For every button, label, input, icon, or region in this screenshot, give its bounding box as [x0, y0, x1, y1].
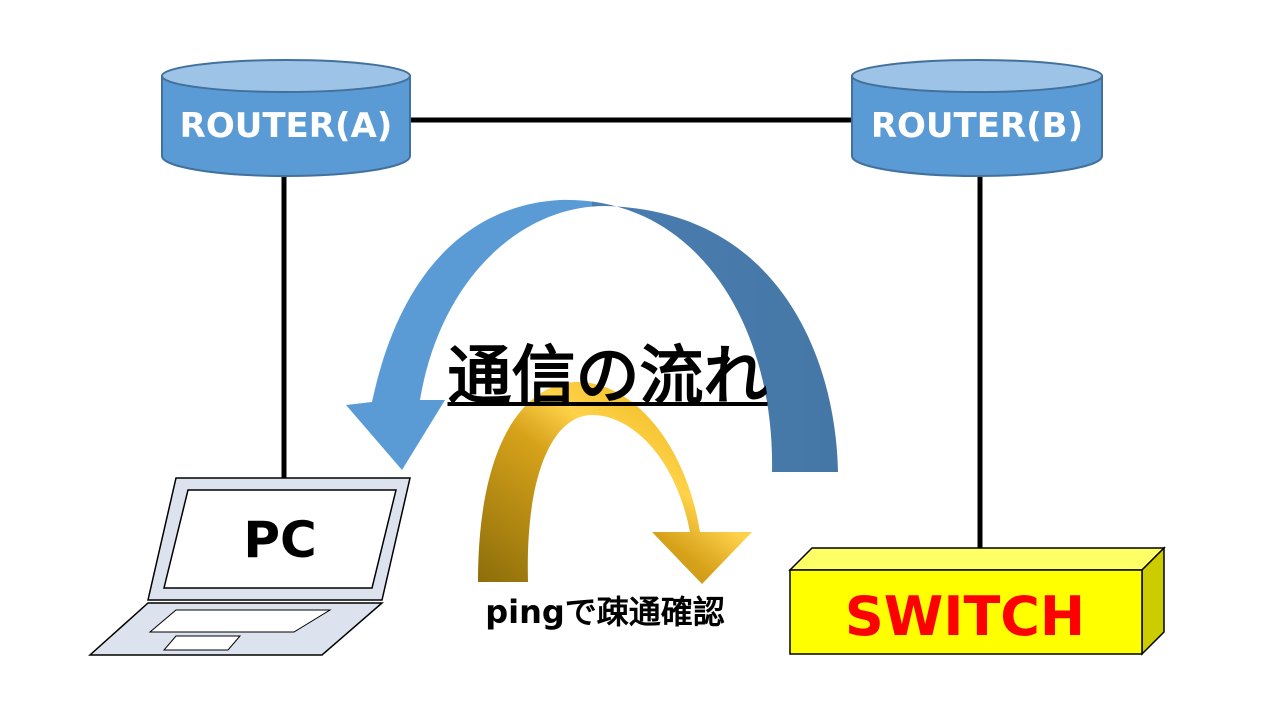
pc-label: PC	[243, 511, 317, 569]
communication-flow-arrow	[346, 199, 838, 472]
flow-title: 通信の流れ	[447, 340, 768, 414]
ping-arrow	[478, 381, 752, 584]
router-b-label: ROUTER(B)	[870, 106, 1084, 146]
router-cylinder-icon	[851, 59, 1103, 177]
laptop-icon	[88, 477, 411, 656]
router-a-label: ROUTER(A)	[179, 106, 393, 146]
ping-caption: pingで疎通確認	[485, 593, 725, 631]
switch-label: SWITCH	[844, 585, 1086, 648]
switch-box-icon	[788, 546, 1166, 656]
router-cylinder-icon	[161, 59, 411, 177]
